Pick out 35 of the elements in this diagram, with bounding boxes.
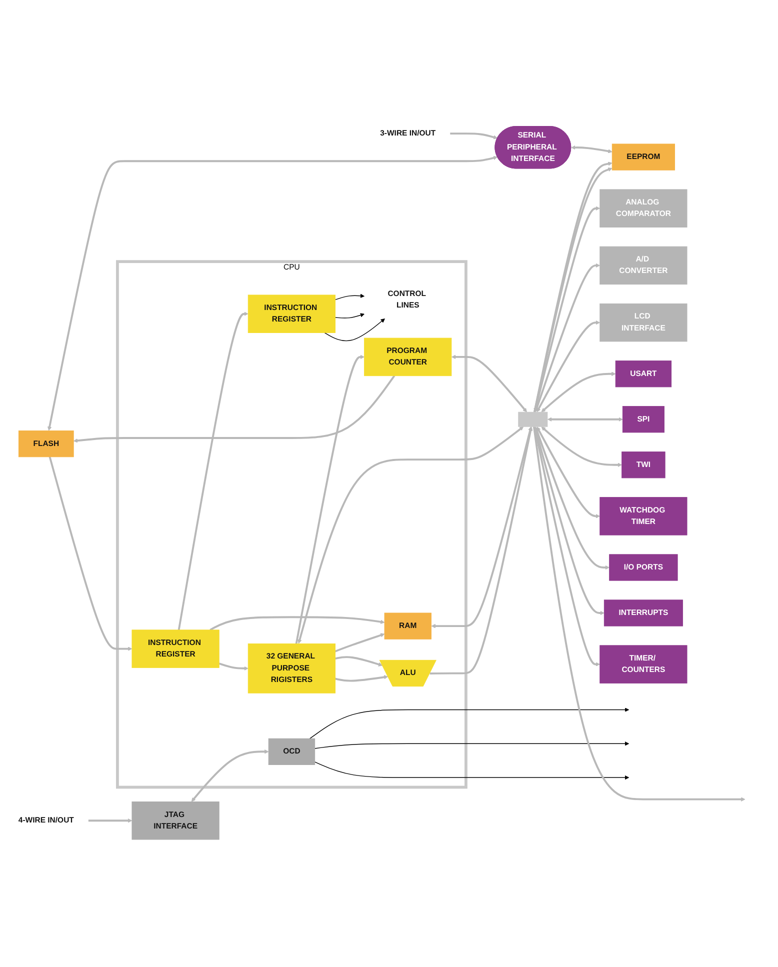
arrow (178, 312, 248, 630)
arrow (47, 156, 498, 431)
arrow (534, 206, 600, 412)
arrow (536, 426, 600, 518)
arrow (88, 818, 132, 823)
arrow (48, 456, 132, 651)
arrow (191, 750, 269, 802)
arrow (541, 426, 622, 467)
arrow (218, 662, 248, 671)
arrow (334, 313, 364, 318)
arrow (534, 263, 600, 412)
arrow (295, 354, 364, 644)
arrow (533, 426, 600, 666)
node-bar (518, 412, 548, 427)
arrow (541, 372, 616, 412)
arrow (430, 426, 533, 674)
arrow (334, 294, 364, 300)
arrow (298, 426, 524, 644)
arrow (536, 320, 600, 412)
arrow (210, 616, 385, 631)
arrow (451, 354, 527, 412)
arrow (309, 708, 630, 739)
arrow (335, 675, 388, 682)
arrow (324, 318, 385, 342)
arrow (571, 145, 612, 154)
arrow (532, 426, 746, 802)
arrow (334, 633, 385, 652)
arrow (335, 656, 383, 666)
arrow (547, 417, 623, 422)
arrow (73, 375, 396, 443)
arrow (534, 426, 604, 616)
arrow (314, 742, 630, 749)
arrow (314, 762, 630, 780)
arrow (534, 426, 610, 570)
arrow (450, 132, 498, 140)
